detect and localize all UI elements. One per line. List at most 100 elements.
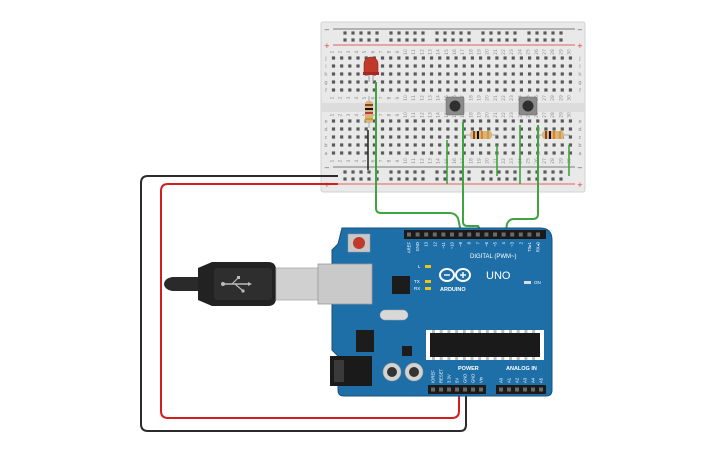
breadboard-hole [413,127,417,131]
mcu-pin [478,330,482,333]
header-pin[interactable] [450,232,454,237]
breadboard-hole [421,177,425,181]
header-pin[interactable] [507,387,511,392]
header-pin[interactable] [458,232,463,237]
header-pin[interactable] [463,387,467,392]
header-pin[interactable] [501,232,506,237]
header-pin[interactable] [441,232,446,237]
breadboard-column-number: 4 [354,113,360,116]
breadboard-hole [470,119,474,123]
5v-wire[interactable] [160,183,460,419]
pin-label: 2 [518,241,523,244]
breadboard-hole [487,56,491,60]
breadboard-row-letter: j [578,56,580,62]
breadboard-hole [503,72,507,76]
red-led[interactable] [363,56,379,82]
breadboard-hole [544,151,548,155]
button-2-signal-wire[interactable] [504,125,539,237]
header-pin[interactable] [510,232,515,237]
ground-wire[interactable] [140,175,467,432]
resistor-band-3 [365,112,373,114]
button-2-resistor[interactable] [536,131,570,139]
header-pin[interactable] [515,387,519,392]
breadboard-hole [519,56,524,60]
breadboard-hole [397,31,401,35]
mcu-pin [439,330,443,333]
breadboard-column-number: 12 [419,49,425,55]
pin-label: 7 [475,241,480,244]
header-pin[interactable] [475,232,480,237]
breadboard-hole [389,135,393,139]
breadboard-column-number: 4 [354,96,360,99]
header-pin[interactable] [407,232,411,237]
header-pin[interactable] [467,232,472,237]
breadboard-column-number: 13 [428,95,434,101]
mcu-pin [532,330,536,333]
header-pin[interactable] [523,387,527,392]
breadboard-column-number: 28 [550,49,556,55]
breadboard-hole [443,31,447,35]
breadboard-hole [380,72,385,76]
breadboard-hole [552,151,556,155]
breadboard-row-letter: e [324,119,327,125]
breadboard-column-number: 22 [501,95,507,101]
breadboard-hole [413,88,417,92]
breadboard-column-number: 20 [485,112,491,118]
header-pin[interactable] [424,232,429,237]
dc-power-jack-inner [334,360,344,382]
breadboard-hole [421,143,425,147]
header-pin[interactable] [455,387,459,392]
breadboard-hole [536,56,540,60]
usb-cable[interactable] [164,262,319,306]
breadboard-hole [397,38,401,42]
breadboard-hole [568,135,573,139]
header-pin[interactable] [499,387,503,392]
breadboard-hole [497,170,501,174]
mcu-pin [462,357,466,360]
breadboard-row-letter: j [324,56,326,62]
header-pin[interactable] [479,387,483,392]
breadboard-hole [340,72,344,76]
breadboard-hole [462,88,466,92]
breadboard-hole [348,135,352,139]
breadboard-column-number: 29 [558,95,564,101]
header-pin[interactable] [439,387,443,392]
breadboard-column-number: 4 [354,50,360,53]
breadboard-column-number: 30 [566,112,572,118]
reset-button[interactable] [353,237,365,249]
breadboard-hole [356,80,360,84]
breadboard-hole [351,170,355,174]
header-pin[interactable] [432,232,437,237]
breadboard-hole [331,135,336,139]
header-pin[interactable] [527,232,532,237]
breadboard-hole [405,72,409,76]
breadboard-column-number: 28 [550,158,556,164]
led-signal-wire[interactable] [375,82,462,233]
pushbutton-1[interactable] [445,96,465,116]
header-pin[interactable] [431,387,435,392]
header-pin[interactable] [518,232,523,237]
header-pin[interactable] [493,232,497,237]
header-pin[interactable] [536,232,540,237]
breadboard-hole [454,88,458,92]
button-1-resistor[interactable] [463,131,498,139]
header-pin[interactable] [484,232,489,237]
breadboard-hole [454,151,458,155]
breadboard-hole [511,135,515,139]
breadboard-column-number: 8 [387,113,393,116]
header-pin[interactable] [471,387,475,392]
header-pin[interactable] [539,387,543,392]
breadboard-hole [454,56,458,60]
breadboard-column-number: 3 [346,50,352,53]
button-1-signal-wire[interactable] [462,122,485,237]
pushbutton-2[interactable] [518,96,538,116]
usb-chip [392,276,410,294]
breadboard-hole [451,38,455,42]
header-pin[interactable] [447,387,451,392]
header-pin[interactable] [531,387,535,392]
breadboard-hole [348,72,352,76]
breadboard-hole [552,64,556,68]
header-pin[interactable] [415,232,420,237]
mcu-pin [516,330,520,333]
led-resistor[interactable] [365,96,373,128]
